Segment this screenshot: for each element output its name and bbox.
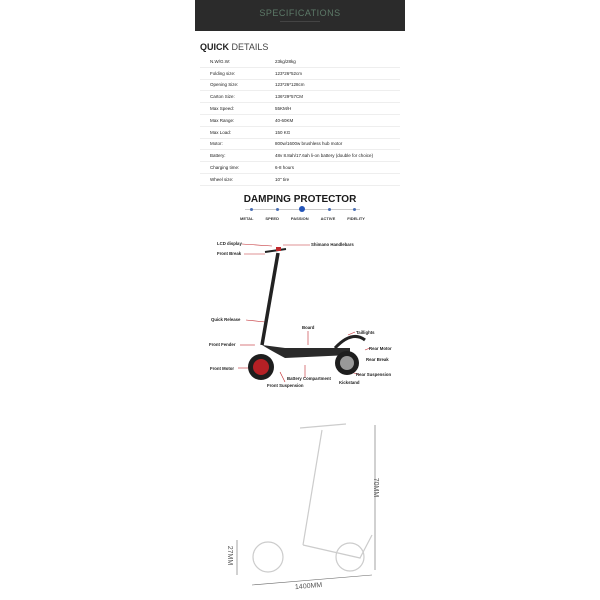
feature-labels: METAL SPEED PASSION ACTIVE FIDELITY — [240, 216, 365, 221]
spec-value: 6-8 hours — [275, 165, 295, 171]
spec-value: 123*26*128cm — [275, 82, 305, 88]
feature-label: METAL — [240, 216, 254, 221]
spec-row: Wheel size: 10" tire — [200, 174, 400, 186]
spec-row: Max Range: 40-60KM — [200, 115, 400, 127]
feature-dots — [245, 206, 360, 212]
spec-row: Folding size: 123*26*52cm — [200, 68, 400, 80]
callout-kickstand: Kickstand — [339, 380, 360, 385]
callout-front-motor: Front Motor — [210, 366, 235, 371]
feature-label: ACTIVE — [320, 216, 336, 221]
spec-value: 136*29*57CM — [275, 94, 304, 100]
spec-label: Max Range: — [210, 117, 235, 123]
spec-label: Charging time: — [210, 165, 240, 171]
damping-title: DAMPING PROTECTOR — [243, 194, 357, 205]
spec-row: Carton Size: 136*29*57CM — [200, 91, 400, 104]
feature-dot — [276, 207, 279, 211]
spec-label: Folding size: — [210, 70, 236, 76]
callout-lcd: LCD display — [217, 241, 242, 246]
feature-dot — [250, 207, 253, 211]
feature-label: FIDELITY — [347, 216, 365, 221]
spec-row: Max Speed: 55KM/H — [200, 103, 400, 115]
callout-leader-lines — [238, 243, 371, 383]
callout-rear-break: Rear Break — [366, 357, 389, 362]
feature-dot-active — [299, 206, 305, 212]
feature-dot — [328, 207, 331, 211]
callout-handlebars: Shimano Handlebars — [311, 242, 354, 247]
spec-label: Motor: — [210, 141, 223, 147]
spec-row: Battery: 48v 8.8ah/17.6ah li-on battery (… — [200, 150, 400, 163]
dimension-wheel: 27MM — [226, 545, 234, 566]
spec-row: N.W/G.W: 23kg/28kg — [200, 56, 400, 68]
callout-taillights: Taillights — [356, 330, 375, 335]
spec-value: 10" tire — [275, 176, 290, 182]
spec-row: Motor: 800w/1600w brushless hub motor — [200, 139, 400, 151]
spec-label: Wheel size: — [210, 176, 234, 182]
title-rest: DETAILS — [229, 42, 269, 52]
scooter-photo — [248, 247, 366, 380]
spec-label: N.W/G.W: — [210, 58, 231, 64]
spec-value: 23kg/28kg — [275, 58, 296, 64]
spec-label: Max Speed: — [210, 106, 235, 112]
spec-label: Max Load: — [210, 129, 232, 135]
spec-value: 123*26*52cm — [275, 70, 303, 76]
spec-value: 800w/1600w brushless hub motor — [275, 141, 343, 147]
callout-front-break: Front Break — [217, 251, 242, 256]
callout-front-suspension: Front Suspension — [267, 383, 304, 388]
header-title: SPECIFICATIONS — [259, 8, 341, 18]
spec-row: Charging time: 6-8 hours — [200, 162, 400, 174]
title-bold: QUICK — [200, 42, 229, 52]
spec-row: Max Load: 150 KG — [200, 127, 400, 139]
callout-front-fender: Front Fender — [209, 342, 236, 347]
callout-battery: Battery Compartment — [287, 376, 331, 381]
dimension-lines — [236, 425, 376, 586]
feature-dot — [353, 207, 356, 211]
spec-value: 40-60KM — [275, 117, 294, 123]
spec-row: Opening Size: 123*26*128cm — [200, 80, 400, 92]
feature-label: PASSION — [290, 216, 309, 221]
scooter-line-drawing — [252, 423, 373, 573]
header-divider — [280, 21, 320, 22]
specifications-header: SPECIFICATIONS — [195, 0, 405, 31]
spec-label: Opening Size: — [210, 82, 239, 88]
callout-rear-suspension: Rear Suspension — [356, 372, 392, 377]
callout-quick-release: Quick Release — [211, 317, 241, 322]
spec-label: Carton Size: — [210, 94, 235, 100]
spec-value: 55KM/H — [275, 106, 292, 112]
spec-value: 48v 8.8ah/17.6ah li-on battery (double f… — [275, 153, 374, 159]
spec-label: Battery: — [210, 153, 226, 159]
feature-label: SPEED — [265, 216, 279, 221]
callout-board: Board — [302, 325, 315, 330]
spec-value: 150 KG — [275, 129, 291, 135]
callout-rear-motor: Rear Motor — [369, 346, 392, 351]
dimension-height: 70MM — [372, 477, 380, 498]
quick-details-title: QUICK DETAILS — [200, 42, 268, 52]
